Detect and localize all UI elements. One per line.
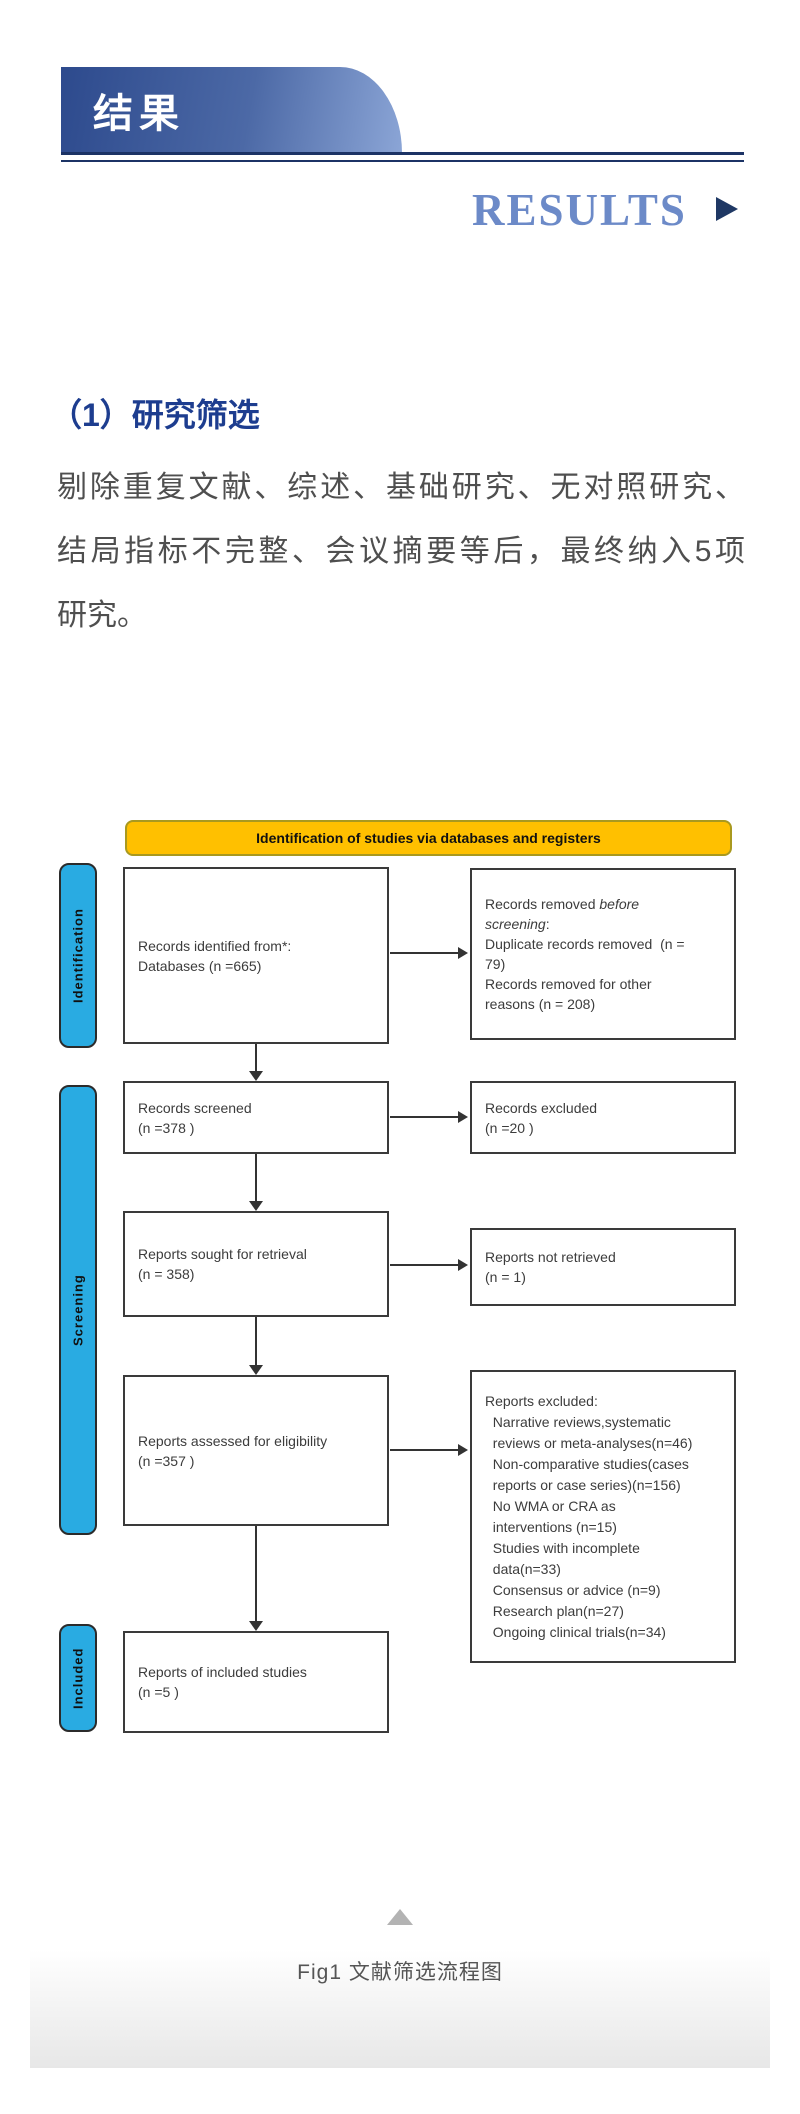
subsection-heading: （1）研究筛选 — [50, 397, 260, 433]
flow-arrowhead-right — [458, 1259, 468, 1271]
box-reports-not-retrieved: Reports not retrieved(n = 1) — [470, 1228, 736, 1306]
body-paragraph: 剔除重复文献、综述、基础研究、无对照研究、 结局指标不完整、会议摘要等后，最终纳… — [57, 468, 745, 660]
section-banner: 结果 — [61, 67, 402, 153]
box-records-identified: Records identified from*:Databases (n =6… — [123, 867, 389, 1044]
flow-arrowhead-right — [458, 1444, 468, 1456]
flow-arrowhead-down — [249, 1621, 263, 1631]
paragraph-line: 剔除重复文献、综述、基础研究、无对照研究、 — [57, 471, 745, 504]
flow-arrow-right — [390, 1449, 460, 1451]
paragraph-line: 结局指标不完整、会议摘要等后，最终纳入5项 — [57, 535, 745, 568]
flow-arrowhead-down — [249, 1201, 263, 1211]
stage-label-identification: Identification — [59, 863, 97, 1048]
box-reports-assessed: Reports assessed for eligibility(n =357 … — [123, 1375, 389, 1526]
collapse-triangle-icon[interactable] — [387, 1909, 413, 1925]
paragraph-line: 研究。 — [57, 599, 147, 632]
box-reports-included: Reports of included studies(n =5 ) — [123, 1631, 389, 1733]
banner-title: 结果 — [93, 92, 185, 136]
flow-arrowhead-right — [458, 947, 468, 959]
box-reports-sought: Reports sought for retrieval(n = 358) — [123, 1211, 389, 1317]
box-reports-excluded-reasons: Reports excluded: Narrative reviews,syst… — [470, 1370, 736, 1663]
flow-arrow-down — [255, 1317, 257, 1366]
stage-label-screening: Screening — [59, 1085, 97, 1535]
flow-arrow-down — [255, 1526, 257, 1622]
flow-arrowhead-right — [458, 1111, 468, 1123]
flow-arrow-right — [390, 952, 460, 954]
play-arrow-icon — [716, 197, 738, 221]
flow-arrow-right — [390, 1116, 460, 1118]
divider-line-bottom — [61, 160, 744, 162]
flow-arrow-down — [255, 1044, 257, 1072]
flow-arrowhead-down — [249, 1365, 263, 1375]
footer-gradient — [30, 1950, 770, 2068]
stage-label-included: Included — [59, 1624, 97, 1732]
flowchart-title: Identification of studies via databases … — [125, 820, 732, 856]
flow-arrow-right — [390, 1264, 460, 1266]
divider-line-top — [61, 152, 744, 155]
figure-caption: Fig1 文献筛选流程图 — [297, 1961, 503, 1984]
flow-arrow-down — [255, 1154, 257, 1202]
results-heading: RESULTS — [472, 185, 687, 235]
box-records-excluded: Records excluded(n =20 ) — [470, 1081, 736, 1154]
box-records-screened: Records screened(n =378 ) — [123, 1081, 389, 1154]
flow-arrowhead-down — [249, 1071, 263, 1081]
